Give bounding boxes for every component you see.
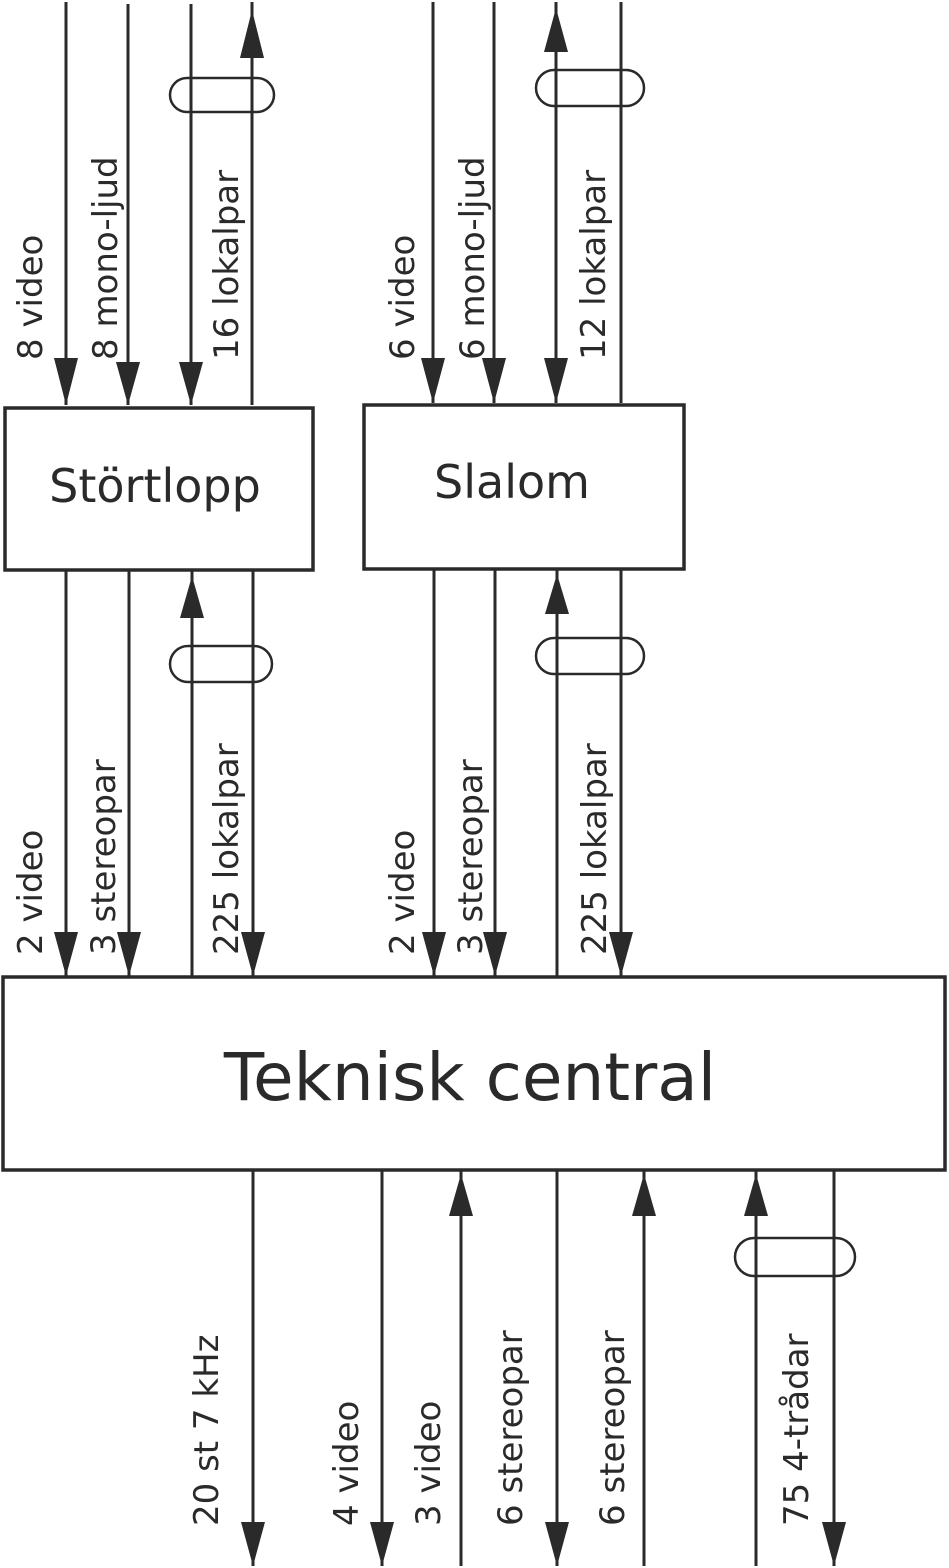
link-label: 3 stereopar — [451, 759, 491, 955]
node-box — [3, 406, 315, 572]
arrow-down-icon — [483, 932, 507, 976]
slalom-to-central-group: 2 video 3 stereopar 225 lokalpar — [383, 569, 646, 976]
link-label: 225 lokalpar — [207, 743, 247, 955]
arrow-down-icon — [54, 358, 78, 405]
link-label: 16 lokalpar — [207, 170, 247, 360]
link-label: 3 video — [409, 1401, 449, 1526]
arrow-down-icon — [421, 358, 445, 403]
link-label: 225 lokalpar — [575, 743, 615, 955]
link-label: 6 stereopar — [593, 1330, 633, 1526]
link-label: 20 st 7 kHz — [187, 1335, 227, 1526]
arrow-down-icon — [241, 932, 265, 976]
link-label: 2 video — [11, 830, 51, 955]
link-label: 2 video — [383, 830, 423, 955]
node-box — [1, 975, 947, 1172]
link-label: 6 mono-ljud — [453, 156, 493, 360]
node-central: Teknisk central — [1, 975, 947, 1172]
node-label: Störtlopp — [49, 459, 261, 513]
link-label: 8 video — [11, 235, 51, 360]
cable-bundle-icon — [168, 644, 274, 684]
arrow-up-icon — [632, 1174, 656, 1216]
arrow-up-icon — [449, 1174, 473, 1216]
link-label: 4 video — [327, 1401, 367, 1526]
arrow-down-icon — [482, 358, 506, 403]
arrow-up-icon — [240, 10, 264, 58]
arrow-down-icon — [116, 362, 140, 405]
node-slalom: Slalom — [362, 403, 686, 571]
downhill-input-group: 8 video 8 mono-ljud 16 lokalpar — [11, 2, 276, 405]
arrow-up-icon — [545, 574, 569, 614]
arrow-up-icon — [544, 8, 568, 52]
arrow-up-icon — [744, 1174, 768, 1216]
arrow-up-icon — [180, 576, 204, 618]
link-label: 6 stereopar — [491, 1330, 531, 1526]
link-label: 3 stereopar — [84, 759, 124, 955]
cable-bundle-icon — [733, 1236, 857, 1278]
downhill-to-central-group: 2 video 3 stereopar 225 lokalpar — [11, 570, 274, 976]
arrow-down-icon — [609, 932, 633, 976]
arrow-down-icon — [241, 1522, 265, 1566]
arrow-down-icon — [544, 358, 568, 403]
node-label: Slalom — [434, 455, 590, 509]
arrow-down-icon — [422, 932, 446, 976]
arrow-down-icon — [117, 932, 141, 976]
node-box — [362, 403, 686, 571]
link-label: 8 mono-ljud — [86, 156, 126, 360]
arrow-down-icon — [822, 1522, 846, 1566]
link-label: 12 lokalpar — [574, 170, 614, 360]
arrow-down-icon — [370, 1522, 394, 1566]
central-output-group: 20 st 7 kHz 4 video 3 video 6 stereopar … — [187, 1170, 857, 1566]
arrow-down-icon — [179, 362, 203, 405]
link-label: 6 video — [383, 235, 423, 360]
cable-bundle-icon — [534, 68, 646, 108]
arrow-down-icon — [54, 932, 78, 976]
node-label: Teknisk central — [223, 1039, 716, 1116]
arrow-down-icon — [545, 1522, 569, 1566]
link-label: 75 4-trådar — [777, 1333, 817, 1526]
cable-bundle-icon — [168, 76, 276, 114]
slalom-input-group: 6 video 6 mono-ljud 12 lokalpar — [383, 2, 646, 403]
node-downhill: Störtlopp — [3, 406, 315, 572]
cable-bundle-icon — [534, 636, 646, 676]
